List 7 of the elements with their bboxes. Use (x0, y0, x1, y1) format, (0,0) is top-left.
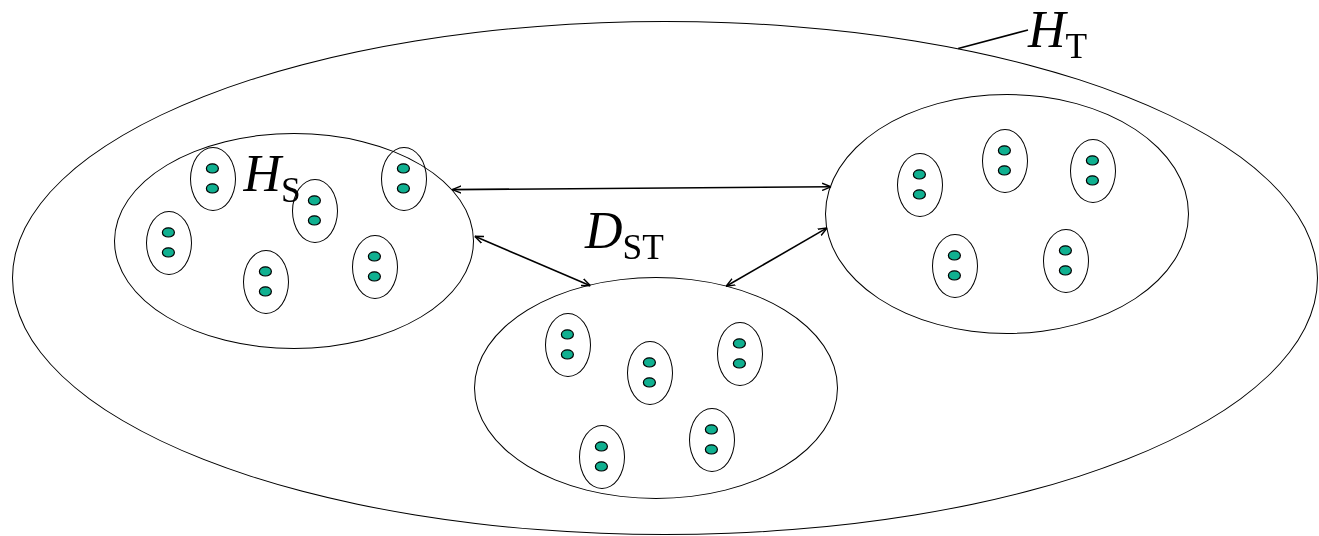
double-arrow (451, 182, 832, 194)
double-arrow (473, 235, 592, 287)
double-arrow (725, 227, 828, 288)
population-label: H$_{S}$ (243, 148, 301, 209)
differentiation-label: D$_{ST}$ (585, 205, 664, 265)
total-diversity-label: H$_{T}$ (1028, 4, 1168, 80)
leader-line (957, 29, 1029, 50)
